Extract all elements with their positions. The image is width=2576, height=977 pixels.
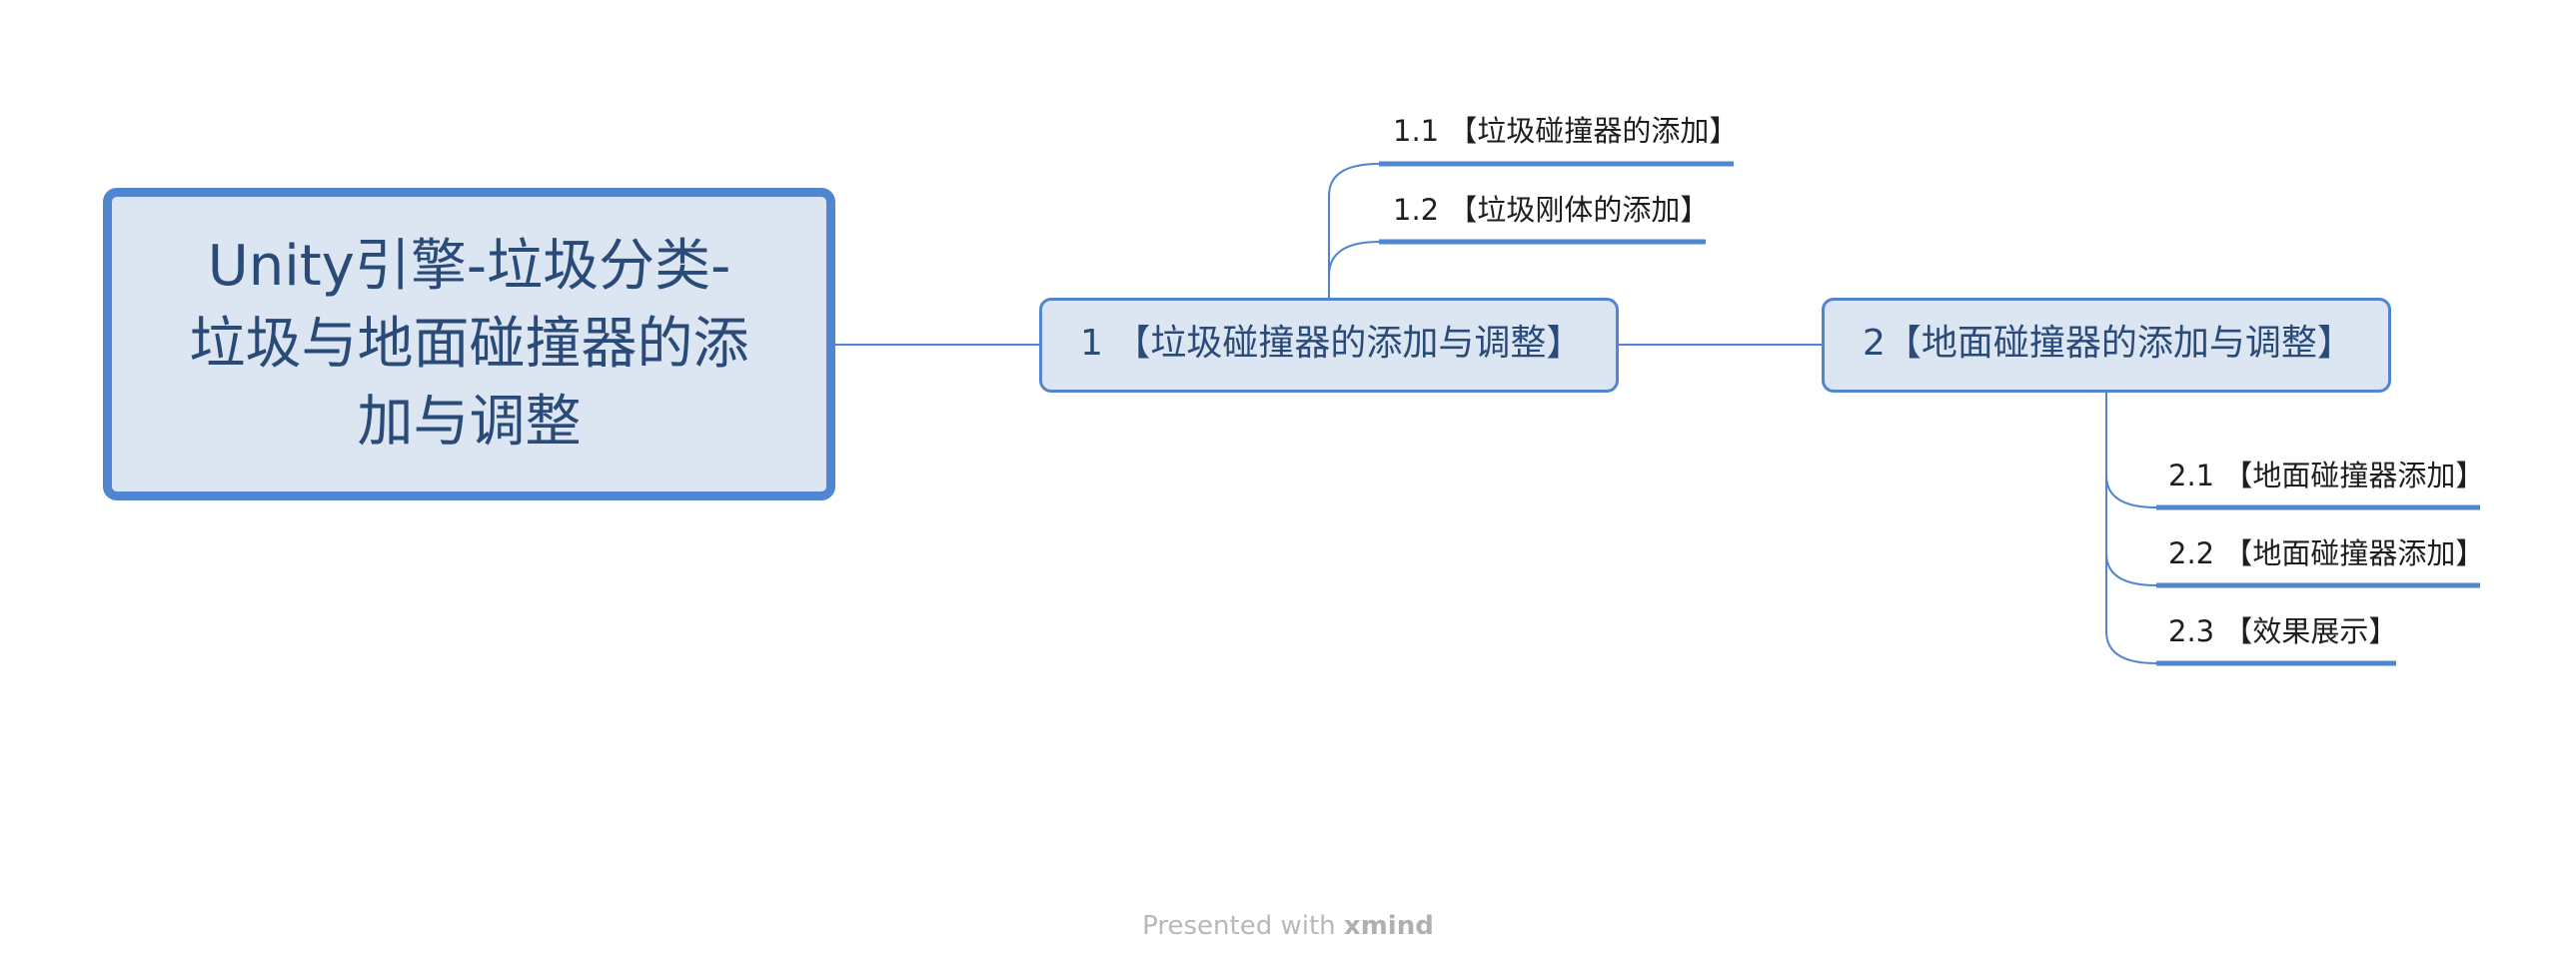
subtopic-2-3[interactable]: 2.3 【效果展示】: [2168, 614, 2398, 648]
root-topic-line-3: 加与调整: [357, 389, 582, 455]
subtopic-1-1[interactable]: 1.1 【垃圾碰撞器的添加】: [1393, 114, 1739, 148]
main-topic-1[interactable]: 1 【垃圾碰撞器的添加与调整】: [1039, 298, 1619, 393]
subtopic-2-1[interactable]: 2.1 【地面碰撞器添加】: [2168, 459, 2485, 492]
subtopic-2-2[interactable]: 2.2 【地面碰撞器添加】: [2168, 536, 2485, 570]
connector-topic-2-sub-3: [2105, 393, 2157, 664]
footer-prefix: Presented with: [1142, 911, 1344, 941]
root-topic-text: Unity引擎-垃圾分类- 垃圾与地面碰撞器的添 加与调整: [190, 228, 749, 462]
presented-with-footer: Presented with xmind: [0, 911, 2576, 941]
root-topic-line-1: Unity引擎-垃圾分类-: [207, 233, 731, 299]
root-topic[interactable]: Unity引擎-垃圾分类- 垃圾与地面碰撞器的添 加与调整: [103, 188, 835, 500]
main-topic-2-label: 2【地面碰撞器的添加与调整】: [1863, 323, 2353, 364]
main-topic-1-label: 1 【垃圾碰撞器的添加与调整】: [1080, 323, 1583, 364]
connector-topic-2-sub-2: [2105, 393, 2157, 586]
root-topic-line-2: 垃圾与地面碰撞器的添: [189, 311, 749, 377]
connector-topic-1-sub-2: [1328, 241, 1380, 298]
main-topic-2[interactable]: 2【地面碰撞器的添加与调整】: [1822, 298, 2391, 393]
connector-topic-2-sub-1: [2105, 393, 2157, 508]
connector-topic-1-sub-1: [1328, 163, 1380, 298]
xmind-brand[interactable]: xmind: [1343, 911, 1434, 941]
subtopic-1-2[interactable]: 1.2 【垃圾刚体的添加】: [1393, 193, 1710, 227]
